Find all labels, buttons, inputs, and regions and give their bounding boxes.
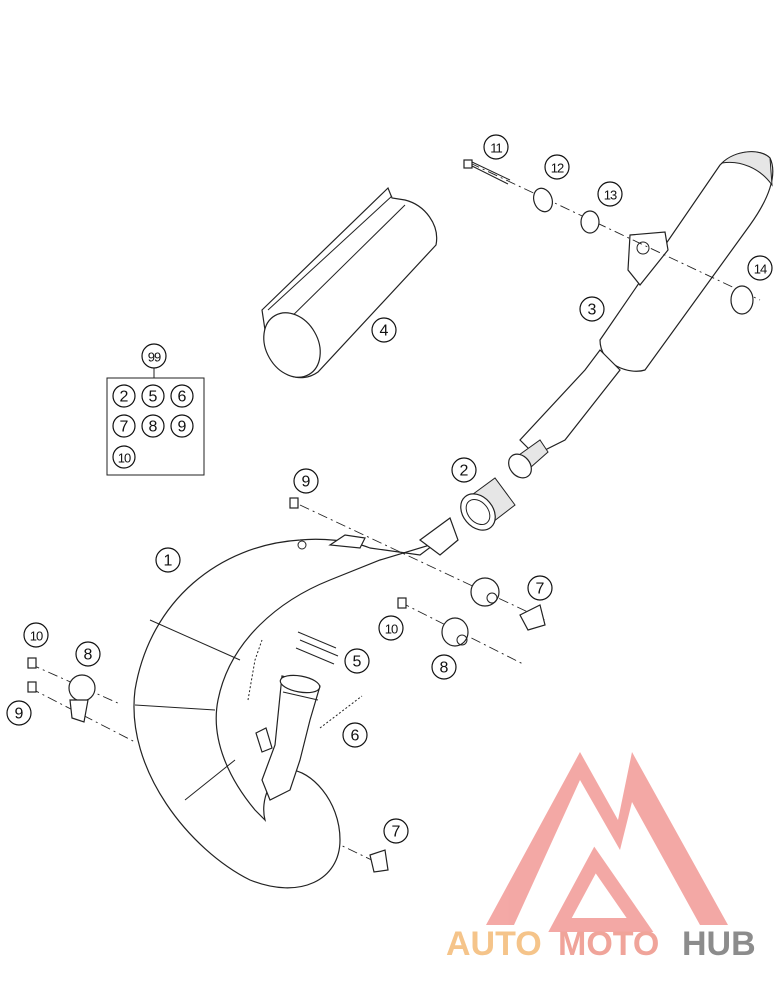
svg-text:10: 10 <box>385 622 398 637</box>
svg-text:8: 8 <box>84 647 93 664</box>
svg-text:12: 12 <box>551 161 564 176</box>
callout-6: 6 <box>342 722 368 748</box>
part-13-grommet <box>580 210 600 234</box>
callout-8b: 8 <box>431 654 457 680</box>
svg-text:2: 2 <box>460 463 469 480</box>
part-5-springs <box>247 631 339 701</box>
callout-13: 13 <box>597 181 623 207</box>
part-2-seal <box>460 477 516 531</box>
part-8-mount-c <box>68 674 96 723</box>
callout-8a: 8 <box>75 641 101 667</box>
part-12-washer <box>532 187 554 213</box>
part-10-bolt-b <box>27 657 37 669</box>
svg-text:5: 5 <box>353 654 362 671</box>
part-1-exhaust-pipe <box>133 517 459 889</box>
watermark-hub: HUB <box>682 925 756 963</box>
kit-99-box: 99 2 5 6 7 8 9 10 <box>106 343 205 476</box>
part-1-inlet-branch <box>255 674 321 801</box>
svg-text:6: 6 <box>178 389 187 406</box>
svg-text:7: 7 <box>536 581 545 598</box>
svg-text:11: 11 <box>490 141 502 156</box>
kit-item: 8 <box>141 414 165 438</box>
svg-text:5: 5 <box>149 389 158 406</box>
callout-14: 14 <box>747 255 773 281</box>
callout-10a: 10 <box>378 615 404 641</box>
part-3-silencer <box>508 151 774 479</box>
svg-text:4: 4 <box>380 323 389 340</box>
callout-7a: 7 <box>527 575 553 601</box>
callout-3: 3 <box>579 296 605 322</box>
callout-7b: 7 <box>383 818 409 844</box>
callout-5: 5 <box>344 648 370 674</box>
watermark-logo <box>486 752 728 932</box>
part-10-bolt-a <box>397 597 407 609</box>
svg-text:3: 3 <box>588 302 597 319</box>
svg-text:2: 2 <box>120 389 129 406</box>
svg-text:13: 13 <box>604 188 617 203</box>
svg-text:7: 7 <box>392 824 401 841</box>
part-14-grommet <box>730 285 754 315</box>
svg-text:6: 6 <box>351 728 360 745</box>
kit-item: 7 <box>112 414 136 438</box>
callout-9a: 9 <box>293 468 319 494</box>
part-11-bolt <box>463 159 511 185</box>
callout-9b: 9 <box>6 700 32 726</box>
callout-4: 4 <box>371 317 397 343</box>
watermark-text: AUTO MOTO HUB <box>446 925 756 963</box>
callout-11: 11 <box>483 134 509 160</box>
kit-item: 10 <box>112 445 136 469</box>
svg-text:8: 8 <box>440 660 449 677</box>
part-6-spring <box>319 695 363 729</box>
kit-item: 5 <box>141 384 165 408</box>
svg-text:14: 14 <box>754 262 767 277</box>
callout-1: 1 <box>155 547 181 573</box>
svg-text:10: 10 <box>118 451 131 466</box>
part-4-sleeve <box>261 186 438 379</box>
part-8-mount-a <box>470 577 500 607</box>
svg-text:10: 10 <box>30 629 43 644</box>
kit-item: 2 <box>112 384 136 408</box>
svg-text:1: 1 <box>164 553 173 570</box>
kit-number: 99 <box>148 350 161 365</box>
callout-2: 2 <box>451 457 477 483</box>
part-8-mount-b <box>441 617 469 647</box>
svg-text:8: 8 <box>149 419 158 436</box>
svg-text:9: 9 <box>15 706 24 723</box>
svg-text:9: 9 <box>178 419 187 436</box>
watermark-moto: MOTO <box>558 925 659 963</box>
part-7-clip-a <box>519 604 546 631</box>
part-9-bolt-a <box>289 497 299 509</box>
part-7-clip-b <box>369 849 389 873</box>
kit-item: 9 <box>170 414 194 438</box>
part-9-bolt-b <box>27 681 37 693</box>
kit-item: 6 <box>170 384 194 408</box>
svg-text:9: 9 <box>302 474 311 491</box>
callout-12: 12 <box>544 154 570 180</box>
watermark-auto: AUTO <box>446 925 542 963</box>
callout-10b: 10 <box>23 622 49 648</box>
svg-text:7: 7 <box>120 419 129 436</box>
